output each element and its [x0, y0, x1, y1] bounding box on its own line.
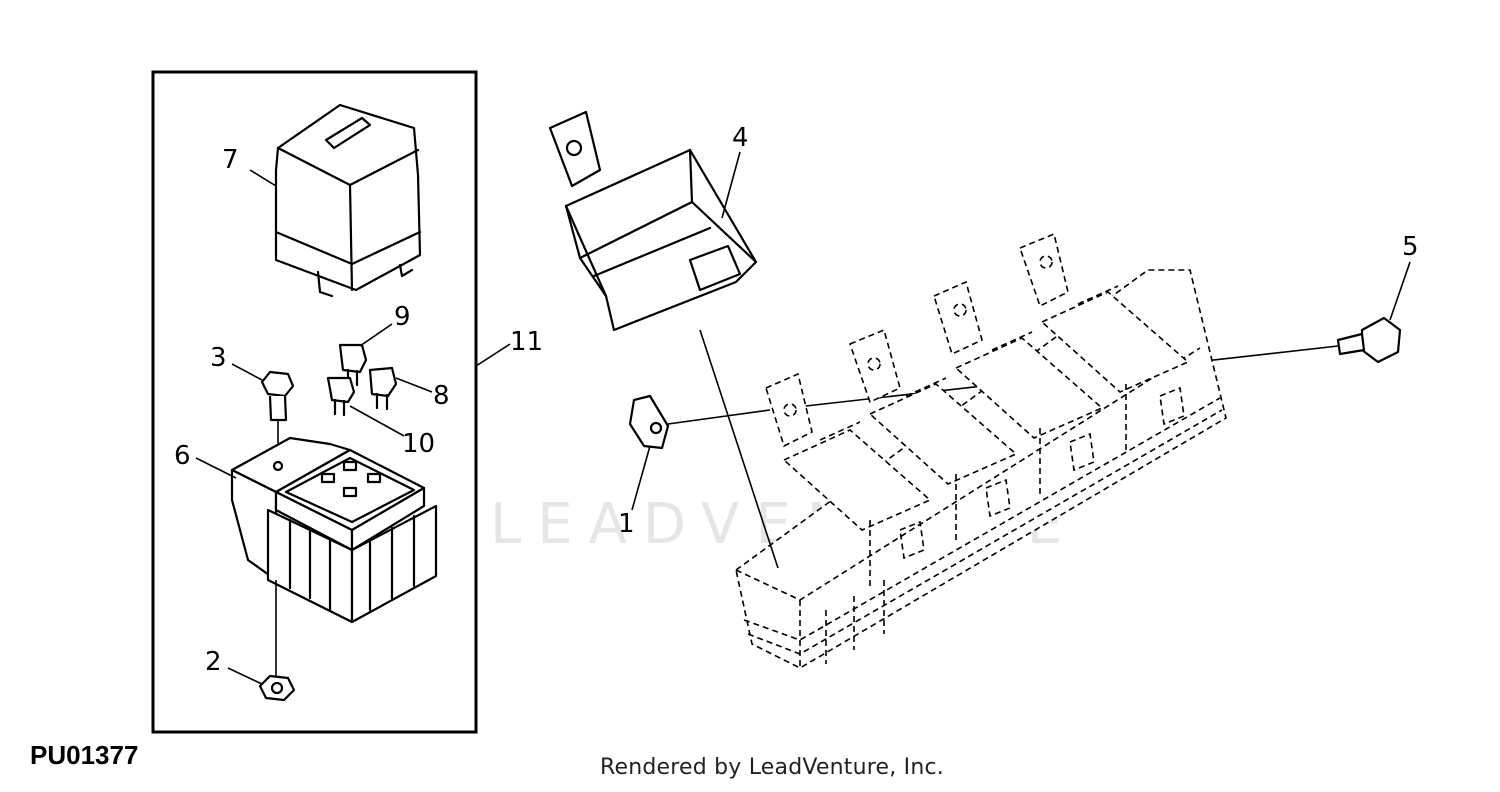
callout-11: 11 — [510, 327, 543, 357]
callout-5: 5 — [1402, 232, 1419, 262]
relay-drawing — [548, 110, 758, 332]
callout-9: 9 — [394, 302, 411, 332]
relay-bank-drawing — [699, 232, 1227, 669]
callout-2: 2 — [205, 647, 222, 677]
callout-8: 8 — [433, 381, 450, 411]
callout-7: 7 — [222, 145, 239, 175]
flange-nut-drawing — [258, 674, 296, 702]
callout-6: 6 — [174, 441, 191, 471]
relay-cover-drawing — [274, 103, 422, 298]
figure-id: PU01377 — [30, 740, 139, 770]
leader-lines — [195, 151, 1411, 685]
render-credit: Rendered by LeadVenture, Inc. — [600, 755, 944, 780]
callout-4: 4 — [732, 123, 749, 153]
callout-1: 1 — [618, 509, 635, 539]
relay-socket-drawing — [230, 436, 438, 678]
callout-10: 10 — [402, 429, 435, 459]
bolt-drawing — [260, 370, 295, 460]
screw-drawing — [667, 316, 1402, 425]
clip-nut-drawing — [628, 394, 670, 450]
fuse-drawing-10 — [326, 376, 356, 417]
fuse-drawing-8 — [368, 366, 398, 411]
kit-frame — [151, 70, 478, 734]
callout-3: 3 — [210, 343, 227, 373]
